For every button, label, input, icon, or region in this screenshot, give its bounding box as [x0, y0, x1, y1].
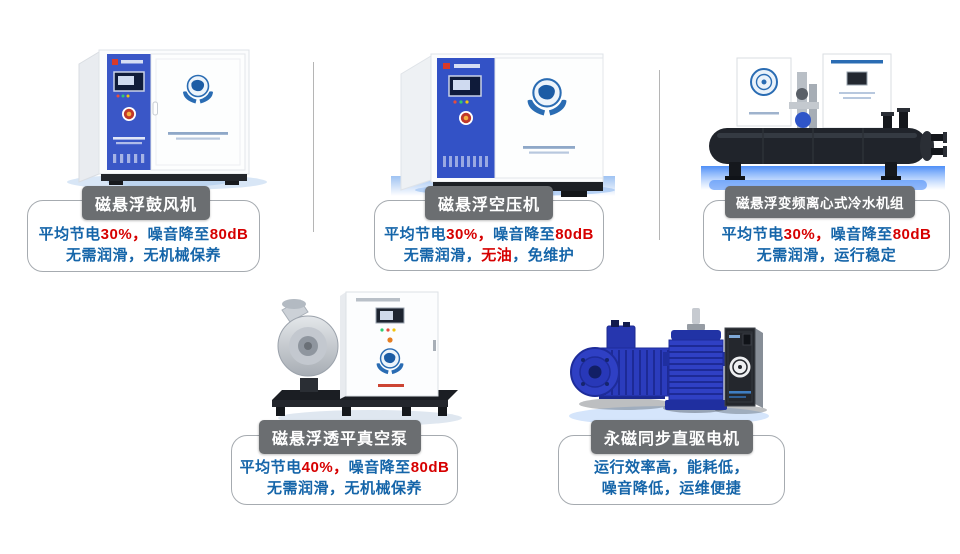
product-desc-line: 噪音降低，运维便捷 — [601, 480, 742, 497]
vertical-divider — [313, 62, 314, 232]
chiller-unit-image — [701, 53, 947, 190]
product-desc-line: 平均节电40%，噪音降至80dB — [239, 459, 450, 476]
product-desc-line: 平均节电30%，噪音降至80dB — [38, 226, 249, 243]
blower-cabinet-image — [67, 49, 267, 190]
product-desc-line: 无需润滑，无机械保养 — [65, 247, 221, 264]
compressor-cabinet-image — [391, 53, 615, 197]
product-title-badge: 磁悬浮变频离心式冷水机组 — [725, 186, 915, 218]
product-desc-line: 无需润滑，无机械保养 — [266, 480, 422, 497]
product-title-badge: 磁悬浮鼓风机 — [81, 186, 211, 220]
product-desc-line: 无需润滑，无油，免维护 — [403, 247, 575, 264]
electric-motors-image — [569, 308, 769, 426]
vertical-divider — [659, 70, 660, 240]
vacuum-pump-image — [272, 291, 462, 426]
product-title-badge: 永磁同步直驱电机 — [590, 420, 754, 454]
product-desc-line: 平均节电30%，噪音降至80dB — [721, 226, 932, 243]
product-desc-line: 运行效率高，能耗低， — [593, 459, 749, 476]
product-desc-line: 无需润滑，运行稳定 — [756, 247, 897, 264]
product-title-badge: 磁悬浮空压机 — [424, 186, 554, 220]
product-title-badge: 磁悬浮透平真空泵 — [258, 420, 422, 454]
product-desc-line: 平均节电30%，噪音降至80dB — [384, 226, 594, 243]
